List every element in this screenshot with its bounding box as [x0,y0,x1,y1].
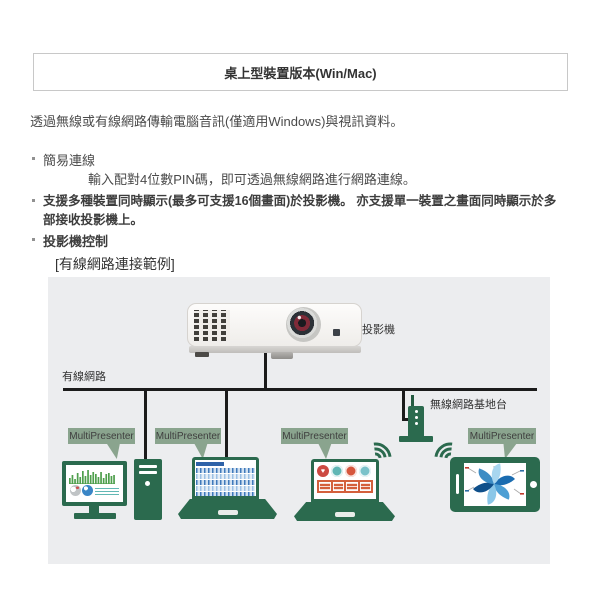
laptop2-trackpad [334,512,355,518]
spreadsheet-row-graphic [196,492,255,496]
spreadsheet-row-graphic [196,468,255,473]
bullet-multi-device: 支援多種裝置同時顯示(最多可支援16個畫面)於投影機。 亦支援單一裝置之畫面同時… [32,192,568,230]
bullet-square-icon [32,238,35,241]
access-point-base [399,436,433,442]
bullet-square-icon [32,157,35,160]
red-banner-graphic [317,480,373,493]
bullet-multi-device-label: 支援多種裝置同時顯示(最多可支援16個畫面)於投影機。 亦支援單一裝置之畫面同時… [43,194,557,227]
laptop-cable [225,391,228,458]
heart-icon: ♥ [317,465,329,477]
bullet-easy-connection-label: 簡易連線 [43,153,96,168]
section-title-box: 桌上型裝置版本(Win/Mac) [33,53,568,91]
pinwheel-chart-graphic [465,463,524,505]
wired-network-label: 有線網路 [62,371,106,383]
projector-illustration [187,303,363,359]
teal-text-lines-graphic [95,487,119,495]
tablet-home-button [530,481,537,488]
projector-vent-grille [194,310,230,341]
spreadsheet-row-graphic [196,486,255,491]
monitor-stand-base [74,513,116,519]
tablet-side-slot [456,474,459,494]
spreadsheet-row-graphic [196,474,255,479]
wired-network-line [63,388,537,391]
projector-sensor [333,329,340,336]
projector-cable [264,352,267,388]
infographic-icons-graphic: ♥ [317,465,376,477]
bullet-square-icon [32,199,35,202]
monitor-stand-neck [89,506,99,513]
access-point-cable-elbow [402,418,413,421]
bullet-projector-control: 投影機控制 [32,231,108,250]
spreadsheet-row-graphic [196,480,255,485]
laptop1-base [178,499,277,519]
projector-label: 投影機 [362,324,395,336]
blue-globe-graphic [82,485,93,496]
projector-foot-center [271,352,293,359]
laptop2-screen-bezel: ♥ [311,459,379,502]
tower-power-button [145,481,150,486]
red-circle-icon [345,465,357,477]
desktop-screen [66,465,123,502]
access-point-tower [408,406,424,437]
intro-paragraph: 透過無線或有線網路傳輸電腦音訊(僅適用Windows)與視訊資料。 [30,114,404,129]
tablet-screen [464,463,526,506]
laptop1-screen-bezel [192,457,259,499]
multipresenter-badge-laptop2: MultiPresenter [281,428,348,444]
laptop2-screen: ♥ [314,462,376,499]
teal-circle-icon [359,465,371,477]
laptop1-trackpad [217,510,238,515]
desktop-cable [144,391,147,460]
access-point-antenna-icon [411,395,414,407]
wireless-ap-label: 無線網路基地台 [430,399,507,411]
access-point-cable-vertical [402,391,405,421]
tower-vent-slat [139,465,157,468]
tablet [450,457,540,512]
projector-base-strip [189,346,361,353]
bullet-projector-control-label: 投影機控制 [43,234,109,249]
multipresenter-badge-tablet: MultiPresenter [468,428,536,444]
laptop2-base [294,502,395,521]
desktop-tower [134,459,162,520]
bullet-easy-connection: 簡易連線 [32,150,95,169]
desktop-monitor [62,461,127,506]
gray-pie-graphic [70,485,81,496]
projector-lens [286,307,321,342]
section-title: 桌上型裝置版本(Win/Mac) [224,65,377,81]
bar-chart-graphic [69,470,115,484]
multipresenter-badge-desktop: MultiPresenter [68,428,135,444]
bullet-easy-connection-detail: 輸入配對4位數PIN碼，即可透過無線網路進行網路連線。 [88,172,416,187]
teal-circle-icon [331,465,343,477]
projector-foot-left [195,352,209,357]
diagram-title: [有線網路連接範例] [55,256,175,272]
multipresenter-badge-laptop1: MultiPresenter [155,428,221,444]
tower-vent-slat [139,471,157,474]
laptop1-screen [195,460,256,496]
spreadsheet-header-graphic [196,462,224,466]
